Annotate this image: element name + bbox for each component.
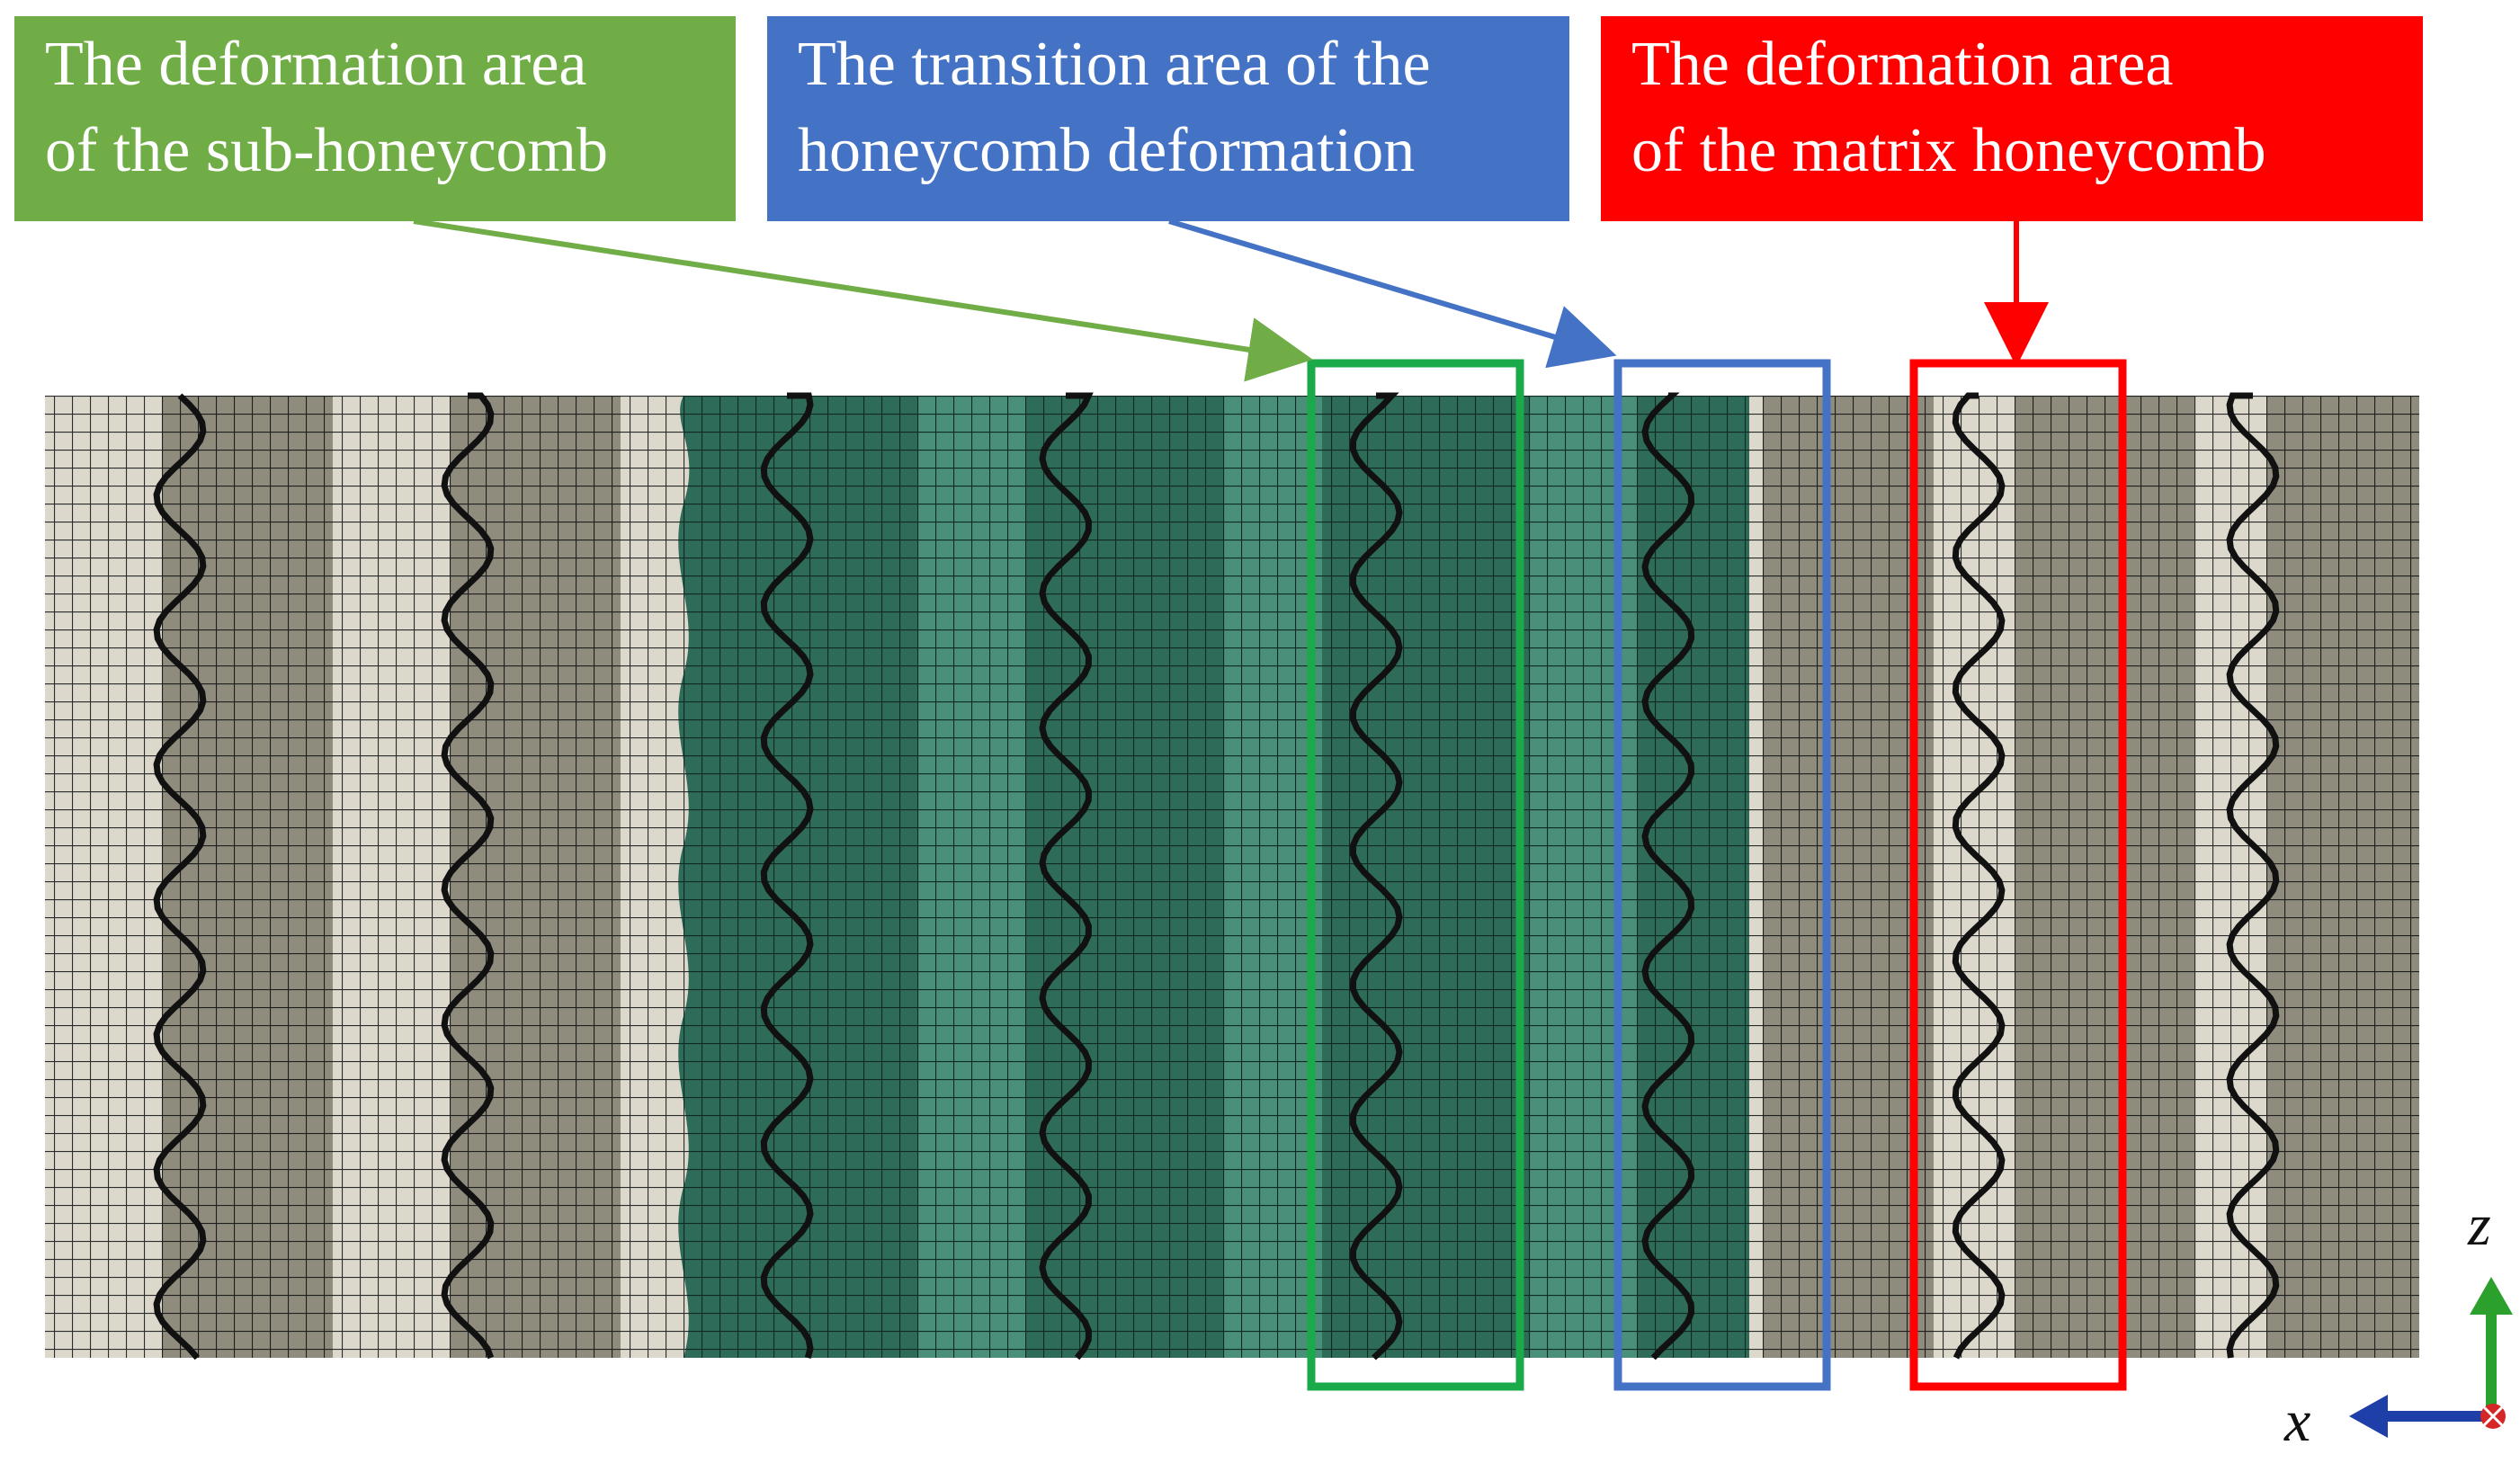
cell-walls	[153, 392, 2280, 1360]
mesh-band-dark	[1763, 396, 1934, 1358]
transition-label-line2: honeycomb deformation	[798, 116, 1416, 185]
sub-honeycomb-label: The deformation area of the sub-honeycom…	[14, 16, 736, 221]
cell-wall	[2226, 392, 2280, 1359]
z-axis-arrowhead	[2470, 1277, 2513, 1315]
transition-label-line1: The transition area of the	[798, 30, 1431, 99]
mesh-band-dark	[162, 396, 333, 1358]
sub-honeycomb-highlight-box	[1307, 359, 1524, 1391]
sub-honeycomb-arrow	[413, 219, 1313, 382]
cell-wall	[760, 392, 814, 1359]
z-axis-label: z	[2468, 1192, 2491, 1258]
sub-honeycomb-label-line2: of the sub-honeycomb	[45, 116, 608, 185]
cell-wall	[1039, 392, 1094, 1360]
matrix-label-line1: The deformation area	[1631, 30, 2174, 99]
transition-highlight-box	[1613, 359, 1831, 1391]
transition-label: The transition area of the honeycomb def…	[767, 16, 1569, 221]
sub-honeycomb-label-line1: The deformation area	[45, 30, 587, 99]
cell-wall	[153, 393, 207, 1360]
mesh-band-dark	[450, 396, 621, 1358]
coordinate-axes	[2349, 1277, 2513, 1438]
mesh-band-dark	[2015, 396, 2194, 1358]
mesh-band-dark	[2266, 396, 2419, 1358]
sub-honeycomb-light-band	[1223, 396, 1322, 1358]
y-axis-cross	[2482, 1405, 2504, 1427]
x-axis-arrowhead	[2349, 1395, 2388, 1438]
cell-wall	[1641, 392, 1695, 1360]
matrix-label-line2: of the matrix honeycomb	[1631, 116, 2266, 185]
honeycomb-mesh	[45, 396, 2419, 1358]
matrix-label: The deformation area of the matrix honey…	[1601, 16, 2423, 221]
cell-wall	[1349, 392, 1403, 1360]
x-axis-label: x	[2284, 1388, 2311, 1454]
sub-honeycomb-light-band	[917, 396, 1025, 1358]
transition-arrow	[1168, 219, 1617, 369]
cell-wall	[441, 392, 495, 1360]
cell-wall	[1952, 392, 2006, 1360]
